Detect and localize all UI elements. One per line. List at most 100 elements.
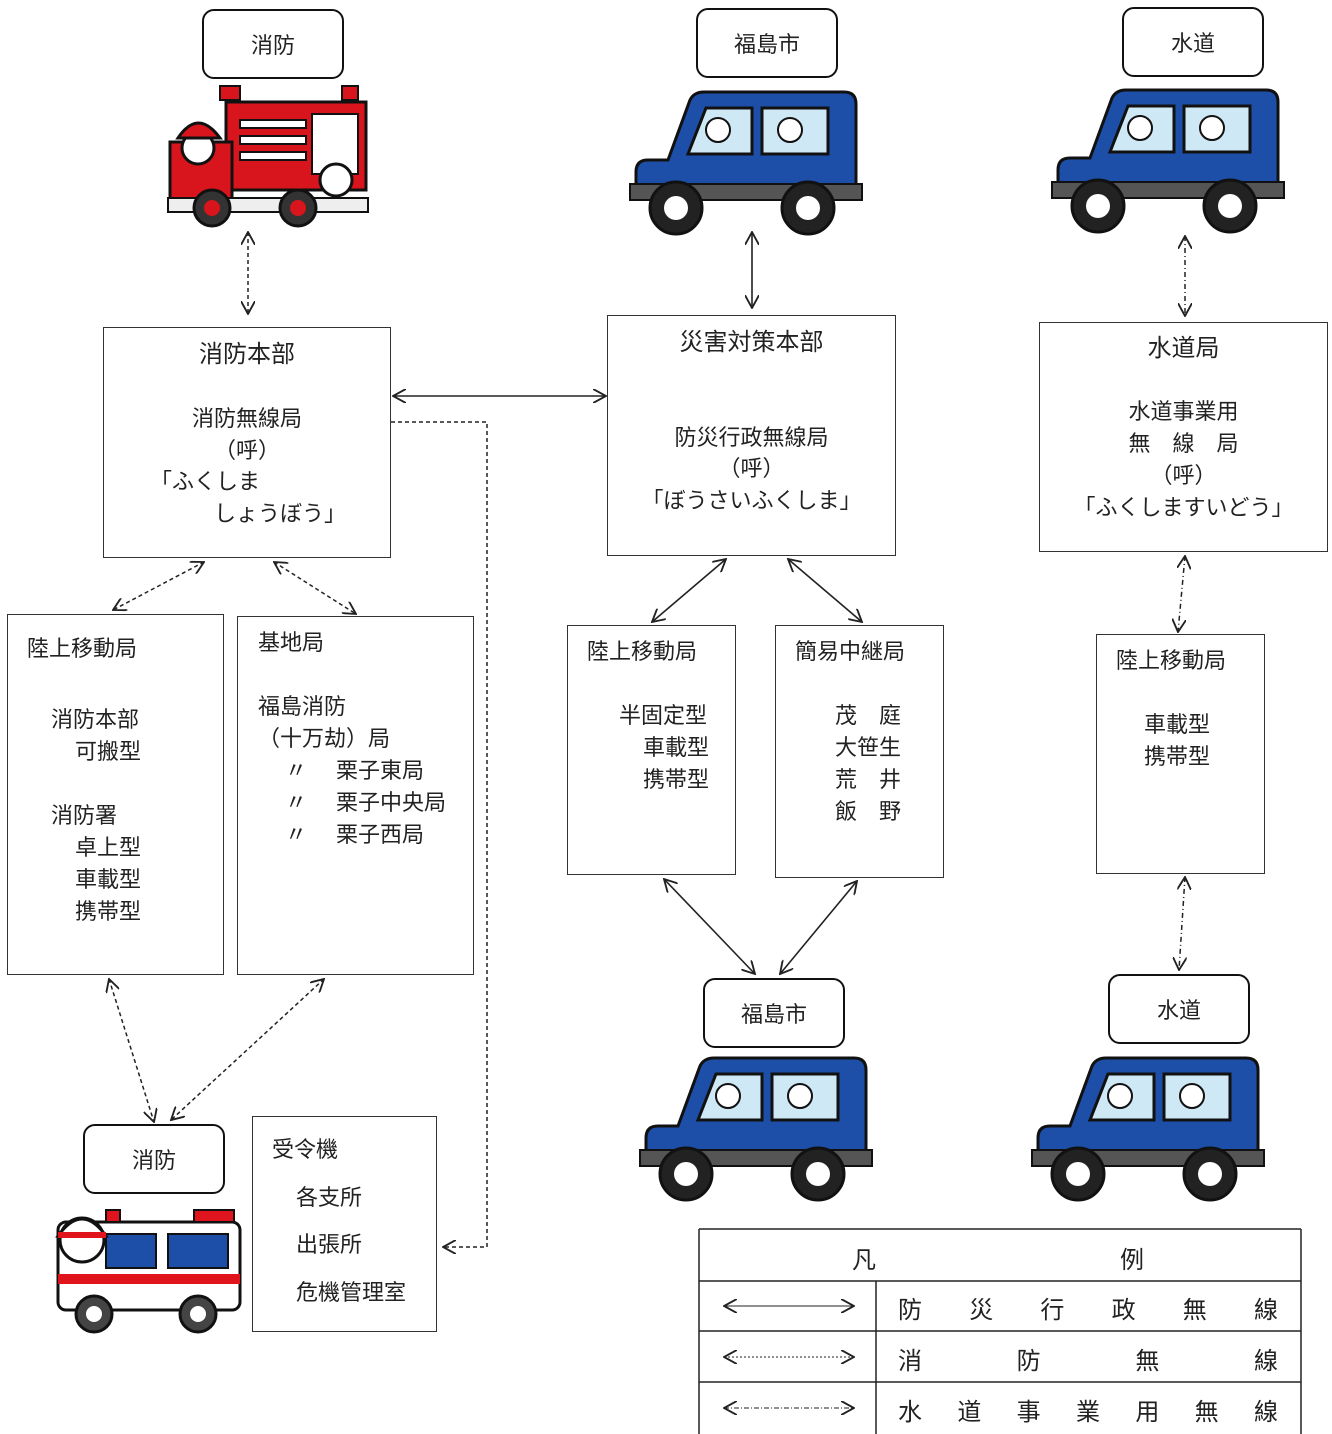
relay-line: 荒 井 [835,768,902,793]
base-station-line: （十万劫）局 [258,727,391,752]
link-fire-hq-base-station [274,562,356,614]
fire-top-label-text: 消防 [250,34,295,59]
fire-truck-illustration [167,85,369,228]
water-top-label: 水道 [1122,7,1264,77]
legend-char: 線 [1253,1347,1278,1375]
water-bureau-line: 水道事業用 [1128,400,1239,425]
legend-char: 無 [1182,1296,1207,1324]
base-station-line: 〃 栗子中央局 [285,791,446,816]
ambulance-illustration [55,1209,242,1334]
water-bureau-line: 無 線 局 [1128,432,1239,457]
water-bottom-label: 水道 [1108,974,1250,1044]
link-relay-city-car [780,881,857,974]
fire-hq-box [103,327,391,558]
city-car-top-illustration [629,90,863,236]
water-mobile-line: 携帯型 [1144,745,1211,770]
link-base-station-ambulance [171,979,324,1120]
legend-char: 無 [1194,1398,1219,1426]
legend-char: 政 [1111,1296,1136,1324]
legend-char: 行 [1040,1296,1065,1324]
relay-box [775,625,944,878]
base-station-box [237,616,474,975]
legend-row-disaster: 防 災 行 政 無 線 [898,1290,1278,1325]
fire-hq-title: 消防本部 [199,340,295,368]
city-bottom-label-text: 福島市 [740,1003,807,1028]
fire-mobile-line: 車載型 [75,868,142,893]
receiver-line: 危機管理室 [296,1281,407,1306]
water-car-bottom-illustration [1031,1056,1265,1202]
disaster-hq-box [607,315,896,556]
water-bottom-label-text: 水道 [1156,999,1201,1024]
receiver-line: 出張所 [296,1233,363,1258]
legend-row-water: 水 道 事 業 用 無 線 [898,1392,1278,1427]
relay-title: 簡易中継局 [795,640,906,665]
link-city-mobile-city-car [664,879,755,974]
water-bureau-box [1039,322,1328,552]
disaster-hq-title: 災害対策本部 [679,328,824,356]
base-station-line: 福島消防 [258,695,347,720]
city-bottom-label: 福島市 [703,978,845,1048]
fire-hq-line: 「ふくしま [150,470,261,495]
water-mobile-box [1096,634,1265,874]
city-mobile-box [567,625,736,875]
link-fire-mobile-ambulance [109,979,154,1122]
fire-hq-line: 消防無線局 [191,407,302,432]
link-fire-hq-fire-mobile [113,562,204,610]
legend-char: 線 [1253,1398,1278,1426]
legend-row-fire: 消 防 無 線 [898,1341,1278,1376]
link-disaster-hq-relay [788,559,862,622]
base-station-line: 〃 栗子東局 [285,759,424,784]
legend-char: 防 [898,1296,922,1324]
legend-char: 防 [1016,1347,1041,1375]
fire-mobile-title: 陸上移動局 [27,637,138,662]
fire-top-label: 消防 [202,9,344,79]
legend-char: 消 [898,1347,922,1375]
fire-mobile-line: 消防本部 [51,708,140,733]
relay-line: 茂 庭 [835,704,902,729]
legend-char: 事 [1016,1398,1041,1426]
receiver-box [252,1116,437,1332]
water-mobile-line: 車載型 [1144,713,1211,738]
city-mobile-line: 車載型 [643,736,710,761]
legend-char: 用 [1135,1398,1160,1426]
base-station-line: 〃 栗子西局 [285,823,424,848]
legend-char: 線 [1253,1296,1278,1324]
fire-mobile-line: 携帯型 [75,900,142,925]
city-mobile-line: 携帯型 [643,768,710,793]
legend-header-left: 凡 [852,1246,876,1274]
city-top-label-text: 福島市 [733,33,800,58]
fire-mobile-line: 卓上型 [75,836,142,861]
legend-char: 無 [1135,1347,1160,1375]
water-car-top-illustration [1051,88,1285,234]
base-station-title: 基地局 [258,631,325,656]
legend-char: 水 [898,1398,922,1426]
city-top-label: 福島市 [696,8,838,78]
fire-mobile-box [7,614,224,975]
fire-hq-line: しょうぼう」 [214,502,347,527]
city-car-bottom-illustration [639,1056,873,1202]
city-mobile-title: 陸上移動局 [587,640,698,665]
fire-mobile-line: 消防署 [51,804,118,829]
legend-header-right: 例 [1120,1246,1144,1274]
legend-char: 道 [957,1398,982,1426]
relay-line: 大笹生 [835,736,902,761]
disaster-hq-line: 防災行政無線局 [674,426,829,451]
fire-bottom-label-text: 消防 [131,1149,176,1174]
legend-char: 災 [969,1296,994,1324]
link-disaster-hq-city-mobile [652,559,726,622]
receiver-title: 受令機 [272,1138,339,1163]
water-bureau-title: 水道局 [1147,334,1220,362]
link-water-bureau-water-mobile [1178,556,1185,632]
water-bureau-line: 「ふくしますいどう」 [1073,496,1294,521]
water-mobile-title: 陸上移動局 [1116,649,1227,674]
relay-line: 飯 野 [835,800,902,825]
legend-char: 業 [1075,1398,1100,1426]
disaster-hq-line: 「ぼうさいふくしま」 [641,489,862,514]
fire-mobile-line: 可搬型 [75,740,142,765]
legend-grid [698,1228,1302,1434]
fire-hq-line: （呼） [213,439,280,464]
disaster-hq-line: （呼） [718,457,785,482]
city-mobile-line: 半固定型 [619,704,708,729]
